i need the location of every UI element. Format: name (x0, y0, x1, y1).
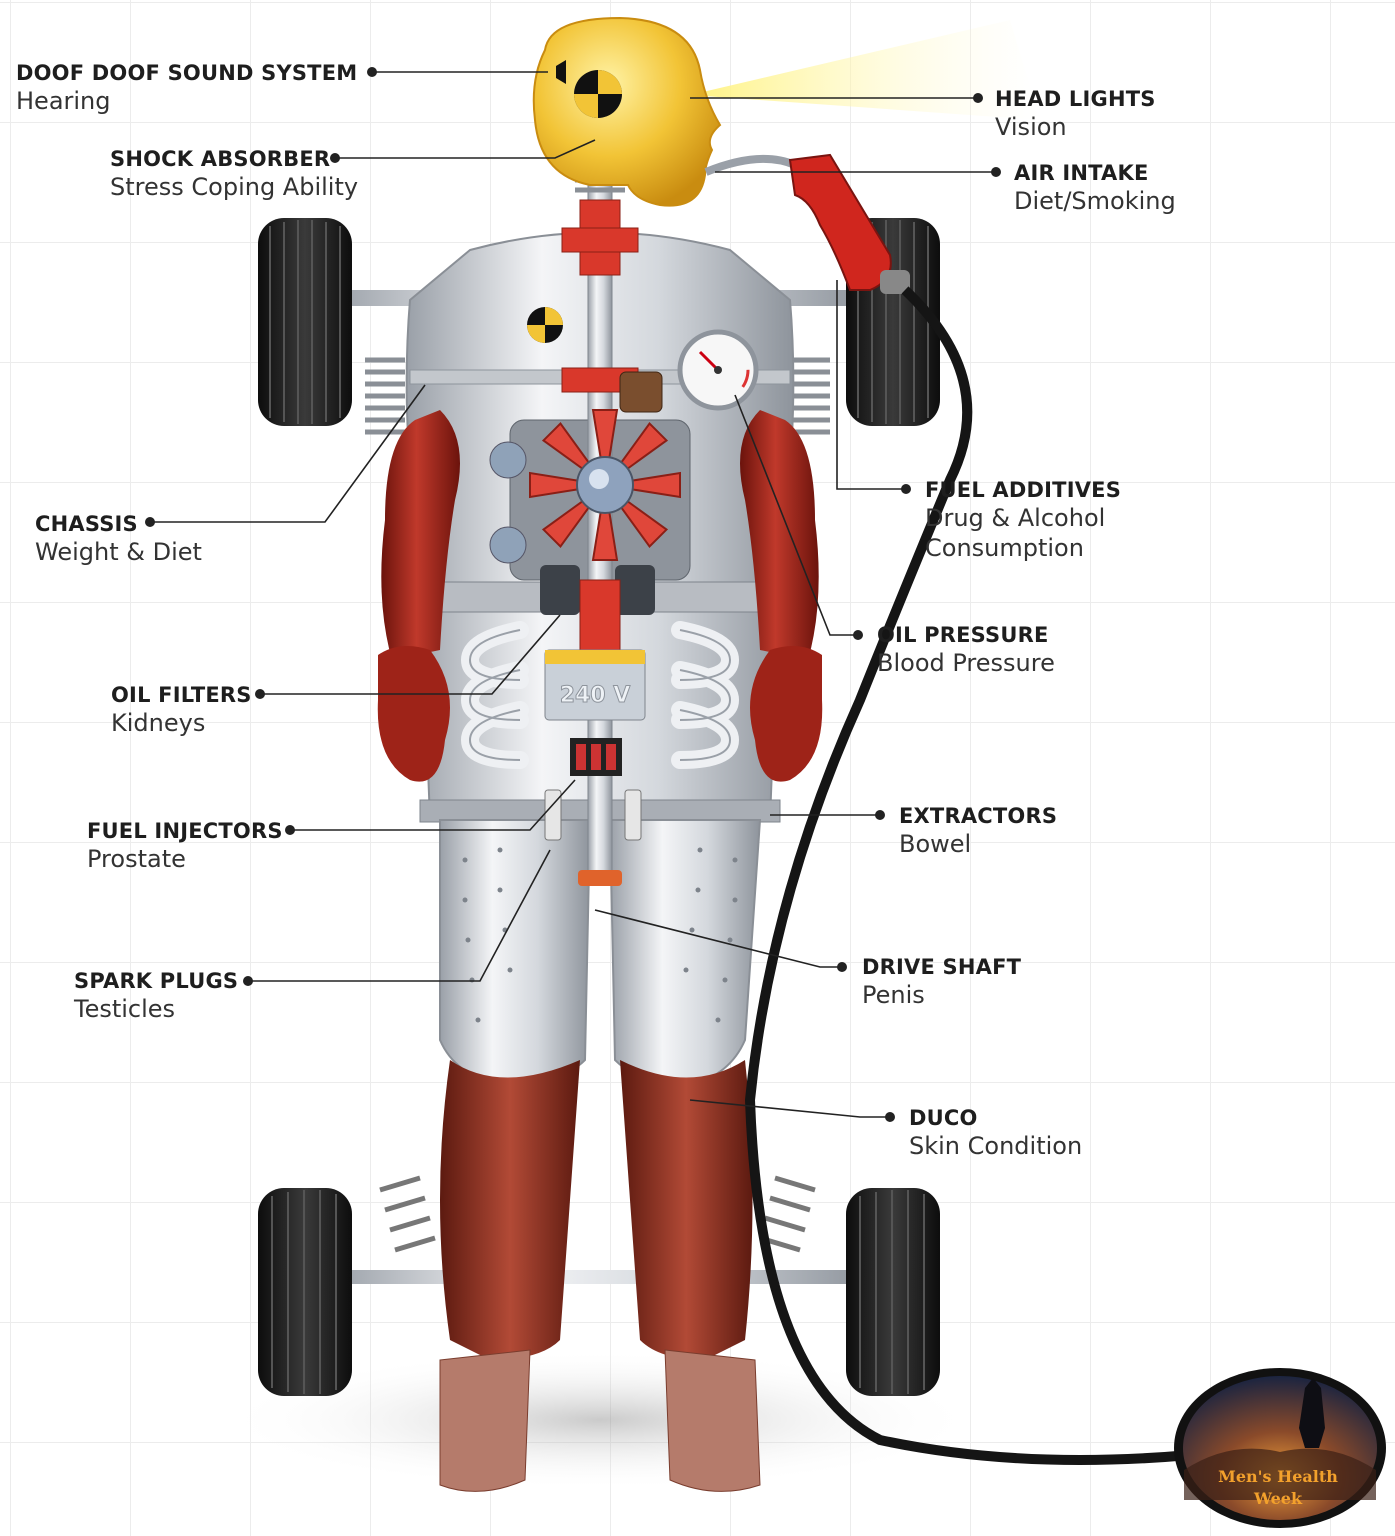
label-title: SPARK PLUGS (74, 969, 239, 993)
spark-plug-left (544, 789, 562, 841)
fuel-nozzle (788, 153, 910, 294)
cooling-fan (529, 409, 681, 561)
label-subtitle-2: Consumption (925, 534, 1084, 563)
crash-dummy-head (532, 16, 722, 207)
label-subtitle: Stress Coping Ability (110, 173, 359, 202)
fuel-hose (744, 286, 1191, 1465)
label-title: SHOCK ABSORBER (110, 147, 331, 171)
label-subtitle: Bowel (899, 830, 972, 859)
label-title: CHASSIS (35, 512, 138, 536)
spark-plug-right (624, 789, 642, 841)
crash-test-target (527, 307, 563, 343)
label-title: EXTRACTORS (899, 804, 1058, 828)
label-title: AIR INTAKE (1014, 161, 1149, 185)
label-spark-plugs: SPARK PLUGS Testicles (74, 968, 238, 1024)
label-title: OIL PRESSURE (877, 623, 1049, 647)
front-left-wheel (258, 218, 352, 426)
front-springs (365, 357, 830, 435)
label-chassis: CHASSIS Weight & Diet (35, 511, 202, 567)
battery-voltage-label: 240 V (560, 683, 631, 708)
label-title: FUEL INJECTORS (87, 819, 283, 843)
label-fuel-injectors: FUEL INJECTORS Prostate (87, 818, 283, 874)
label-subtitle: Penis (862, 981, 925, 1010)
left-glove (377, 646, 450, 782)
left-arm (381, 410, 460, 660)
rear-springs (379, 1175, 816, 1253)
drive-shaft-collar (578, 870, 622, 886)
label-title: DOOF DOOF SOUND SYSTEM (16, 61, 358, 85)
rear-right-wheel (846, 1188, 940, 1396)
left-boot (439, 1349, 531, 1492)
label-title: OIL FILTERS (111, 683, 252, 707)
right-glove (750, 646, 823, 782)
label-fuel-additives: FUEL ADDITIVES Drug & Alcohol Consumptio… (925, 477, 1121, 563)
hiker-silhouette (1299, 1378, 1325, 1448)
left-leg-panel (439, 819, 592, 1087)
label-subtitle: Prostate (87, 845, 186, 874)
right-leg-panel (608, 819, 762, 1087)
distributor (619, 371, 663, 413)
label-sound-system: DOOF DOOF SOUND SYSTEM Hearing (16, 60, 357, 116)
label-shock-absorber: SHOCK ABSORBER Stress Coping Ability (110, 146, 358, 202)
label-subtitle: Weight & Diet (35, 538, 202, 567)
label-title: FUEL ADDITIVES (925, 478, 1122, 502)
label-subtitle: Hearing (16, 87, 111, 116)
left-lower-leg (440, 1060, 580, 1360)
label-oil-filters: OIL FILTERS Kidneys (111, 682, 252, 738)
label-subtitle: Diet/Smoking (1014, 187, 1176, 216)
label-subtitle: Testicles (74, 995, 176, 1024)
label-oil-pressure: OIL PRESSURE Blood Pressure (877, 622, 1055, 678)
label-drive-shaft: DRIVE SHAFT Penis (862, 954, 1021, 1010)
label-title: DRIVE SHAFT (862, 955, 1022, 979)
oil-pressure-gauge (677, 329, 759, 411)
label-title: DUCO (909, 1106, 978, 1130)
label-subtitle: Blood Pressure (877, 649, 1055, 678)
label-subtitle: Skin Condition (909, 1132, 1083, 1161)
label-head-lights: HEAD LIGHTS Vision (995, 86, 1156, 142)
badge-line-2: Week (1253, 1489, 1303, 1508)
label-extractors: EXTRACTORS Bowel (899, 803, 1057, 859)
label-subtitle: Vision (995, 113, 1067, 142)
rear-axle (330, 1270, 870, 1284)
right-lower-leg (620, 1060, 753, 1360)
leader-lines (150, 71, 996, 1118)
mens-health-week-badge: Men's Health Week (1174, 1368, 1386, 1528)
floor-shadow (220, 1350, 980, 1490)
leader-dots (145, 67, 1001, 1122)
right-boot (664, 1349, 761, 1492)
label-subtitle: Kidneys (111, 709, 206, 738)
ear-speaker-icon (556, 60, 566, 84)
right-arm (740, 410, 819, 660)
label-air-intake: AIR INTAKE Diet/Smoking (1014, 160, 1176, 216)
label-duco: DUCO Skin Condition (909, 1105, 1082, 1161)
badge-line-1: Men's Health (1218, 1467, 1338, 1486)
headlight-beam (690, 20, 1040, 120)
label-title: HEAD LIGHTS (995, 87, 1156, 111)
rear-left-wheel (258, 1188, 352, 1396)
label-subtitle: Drug & Alcohol (925, 504, 1106, 533)
